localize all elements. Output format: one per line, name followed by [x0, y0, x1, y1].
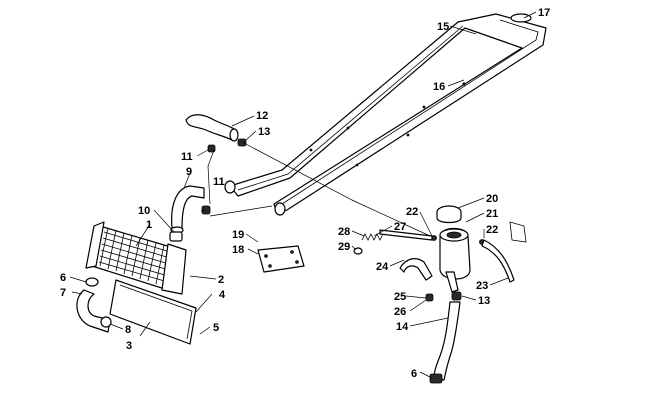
callout-20: 20 [486, 193, 498, 205]
clamp-25 [425, 293, 434, 302]
callout-26: 26 [394, 306, 406, 318]
hose-elbow-clamp [100, 316, 112, 328]
bottle-cap [436, 205, 462, 224]
radiator-core [85, 221, 175, 291]
callout-7: 7 [60, 287, 66, 299]
routing-line-3 [207, 149, 215, 205]
hose-spring [361, 233, 384, 241]
curved-hose [170, 185, 205, 234]
routing-line-2 [209, 205, 273, 217]
radiator-side-tank [161, 243, 187, 295]
callout-22b: 22 [486, 224, 498, 236]
bracket [399, 258, 433, 281]
upper-hose-clamp [237, 138, 247, 147]
callout-10: 10 [138, 205, 150, 217]
routing-line-1 [241, 141, 431, 237]
callout-13a: 13 [258, 126, 270, 138]
upper-hose [185, 114, 239, 142]
heat-exchanger-rail [224, 13, 547, 216]
callout-14: 14 [396, 321, 409, 333]
callout-19: 19 [232, 229, 244, 241]
callout-5: 5 [213, 322, 219, 334]
radiator-shroud [109, 279, 197, 345]
callout-21: 21 [486, 208, 498, 220]
callout-6b: 6 [411, 368, 417, 380]
callout-3: 3 [126, 340, 132, 352]
callout-23: 23 [476, 280, 488, 292]
callout-6a: 6 [60, 272, 66, 284]
callout-11b: 11 [213, 176, 225, 188]
lower-right-hose [433, 301, 461, 381]
overflow-hose [481, 239, 515, 283]
callout-24: 24 [376, 261, 389, 273]
clamp-upper-left [207, 144, 216, 153]
bottle-outlet [445, 271, 459, 293]
callout-15: 15 [437, 21, 449, 33]
callout-13b: 13 [478, 295, 490, 307]
washer [353, 247, 363, 255]
callout-12: 12 [256, 110, 268, 122]
hose-coupler [169, 231, 183, 242]
callout-28: 28 [338, 226, 350, 238]
callout-22a: 22 [406, 206, 418, 218]
callout-1: 1 [146, 219, 152, 231]
clamp-13-lower [451, 291, 462, 301]
leader-lines [69, 11, 537, 379]
callout-17: 17 [538, 7, 550, 19]
callout-18: 18 [232, 244, 244, 256]
callout-27: 27 [394, 221, 406, 233]
callout-4: 4 [219, 289, 226, 301]
callout-9: 9 [186, 166, 192, 178]
callout-16: 16 [433, 81, 445, 93]
callout-2: 2 [218, 274, 224, 286]
clamp-left [85, 277, 99, 287]
callout-11a: 11 [181, 151, 193, 163]
callout-29: 29 [338, 241, 350, 253]
callout-25: 25 [394, 291, 406, 303]
mount-bracket [509, 221, 527, 243]
coolant-bottle [439, 227, 471, 280]
callout-labels: 1 2 3 4 5 6 6 7 8 9 10 11 11 12 13 13 14… [60, 7, 550, 380]
callout-8: 8 [125, 324, 131, 336]
mounting-plate [257, 245, 305, 273]
clamp-6-lower [429, 373, 443, 384]
